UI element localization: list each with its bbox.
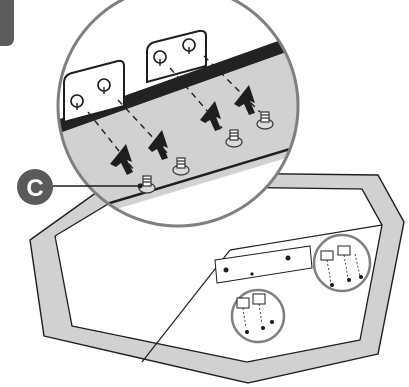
screw-icon xyxy=(347,278,351,282)
screw-icon xyxy=(330,283,334,287)
plate-dot xyxy=(286,256,291,261)
zoom-circle-icon xyxy=(314,235,370,291)
mount-holes-left-circle xyxy=(232,290,284,342)
screw-icon xyxy=(245,330,249,334)
screw-icon xyxy=(270,320,274,324)
bracket-tab xyxy=(237,298,249,308)
callout-letter: C xyxy=(26,175,43,202)
mount-holes-right-circle xyxy=(314,235,370,291)
bracket-tab xyxy=(321,251,333,260)
plate-dot xyxy=(224,268,229,273)
screw-icon xyxy=(359,275,363,279)
callout-dot xyxy=(138,184,143,189)
plate-dot xyxy=(250,272,253,275)
screw-icon xyxy=(261,326,265,330)
bracket-tab xyxy=(253,294,265,304)
bracket-tab xyxy=(338,246,350,255)
step-tab-icon xyxy=(0,0,14,46)
